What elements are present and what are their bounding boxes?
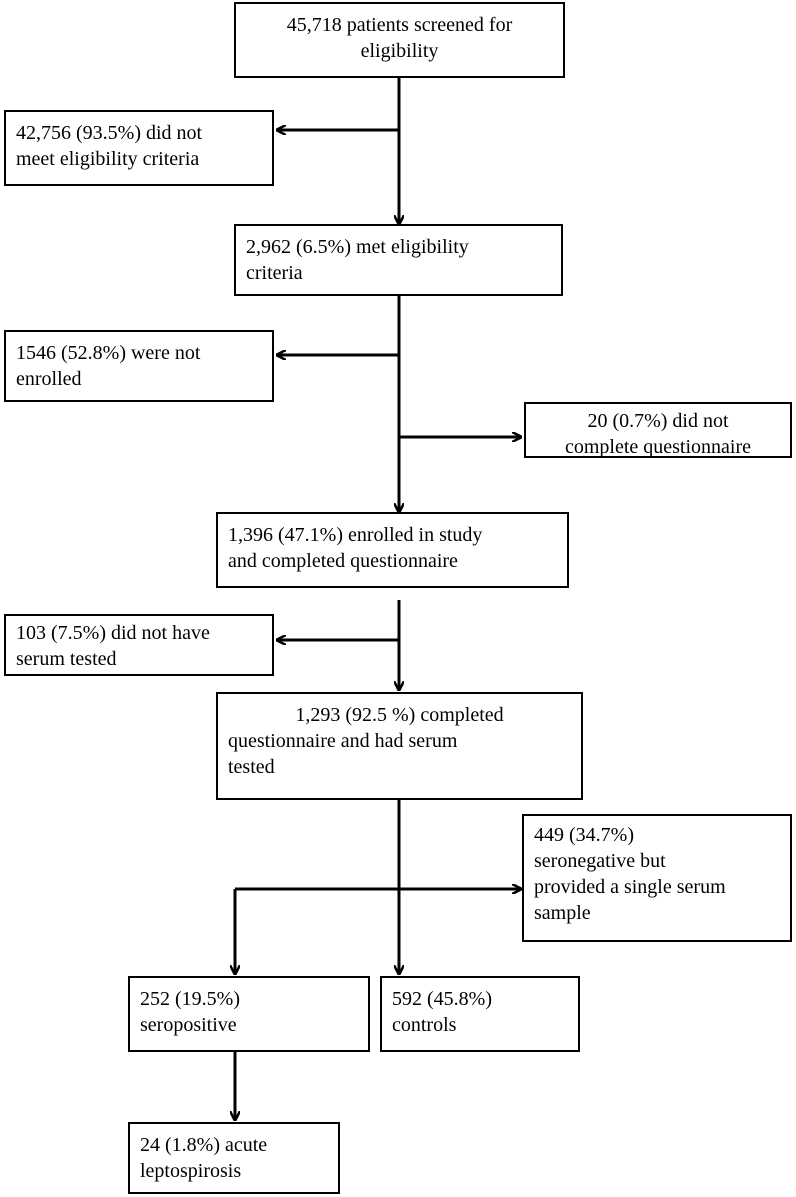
node-not-eligible: 42,756 (93.5%) did not meet eligibility … bbox=[4, 110, 274, 186]
node-eligible: 2,962 (6.5%) met eligibility criteria bbox=[234, 224, 563, 296]
node-screened: 45,718 patients screened for eligibility bbox=[234, 2, 565, 78]
node-text-line: seronegative but bbox=[534, 850, 666, 872]
node-text-line: tested bbox=[228, 756, 275, 778]
node-text-line: 24 (1.8%) acute bbox=[140, 1134, 268, 1156]
node-text-line: 45,718 patients screened for bbox=[286, 14, 513, 36]
node-text-line: 1546 (52.8%) were not bbox=[16, 342, 201, 364]
node-text-line: leptospirosis bbox=[140, 1160, 242, 1182]
node-serum-tested: 1,293 (92.5 %) completed questionnaire a… bbox=[216, 692, 583, 800]
node-text-line: 1,293 (92.5 %) completed bbox=[295, 704, 504, 726]
node-no-questionnaire: 20 (0.7%) did not complete questionnaire bbox=[524, 402, 792, 458]
node-acute: 24 (1.8%) acute leptospirosis bbox=[128, 1122, 340, 1194]
node-text-line: provided a single serum bbox=[534, 876, 726, 898]
node-text-line: criteria bbox=[246, 262, 303, 284]
node-text-line: serum tested bbox=[16, 648, 117, 670]
node-text-line: eligibility bbox=[360, 40, 439, 62]
node-text-line: 42,756 (93.5%) did not bbox=[16, 122, 203, 144]
node-enrolled: 1,396 (47.1%) enrolled in study and comp… bbox=[216, 512, 569, 588]
node-text-line: 449 (34.7%) bbox=[534, 824, 634, 846]
node-text-line: meet eligibility criteria bbox=[16, 148, 200, 170]
node-not-enrolled: 1546 (52.8%) were not enrolled bbox=[4, 330, 274, 402]
node-seropositive: 252 (19.5%) seropositive bbox=[128, 976, 370, 1052]
node-text-line: 2,962 (6.5%) met eligibility bbox=[246, 236, 469, 258]
node-text-line: 592 (45.8%) bbox=[392, 988, 492, 1010]
node-text-line: seropositive bbox=[140, 1014, 237, 1036]
node-text-line: questionnaire and had serum bbox=[228, 730, 458, 752]
node-text-line: 20 (0.7%) did not bbox=[587, 410, 729, 432]
node-no-serum: 103 (7.5%) did not have serum tested bbox=[4, 614, 274, 676]
node-text-line: enrolled bbox=[16, 368, 82, 390]
node-text-line: 1,396 (47.1%) enrolled in study bbox=[228, 524, 483, 546]
node-text-line: complete questionnaire bbox=[564, 436, 752, 458]
node-text-line: 252 (19.5%) bbox=[140, 988, 240, 1010]
node-text-line: 103 (7.5%) did not have bbox=[16, 622, 210, 644]
node-controls: 592 (45.8%) controls bbox=[380, 976, 580, 1052]
node-seronegative-single: 449 (34.7%) seronegative but provided a … bbox=[522, 814, 792, 942]
node-text-line: and completed questionnaire bbox=[228, 550, 458, 572]
node-text-line: controls bbox=[392, 1014, 457, 1036]
node-text-line: sample bbox=[534, 902, 591, 924]
